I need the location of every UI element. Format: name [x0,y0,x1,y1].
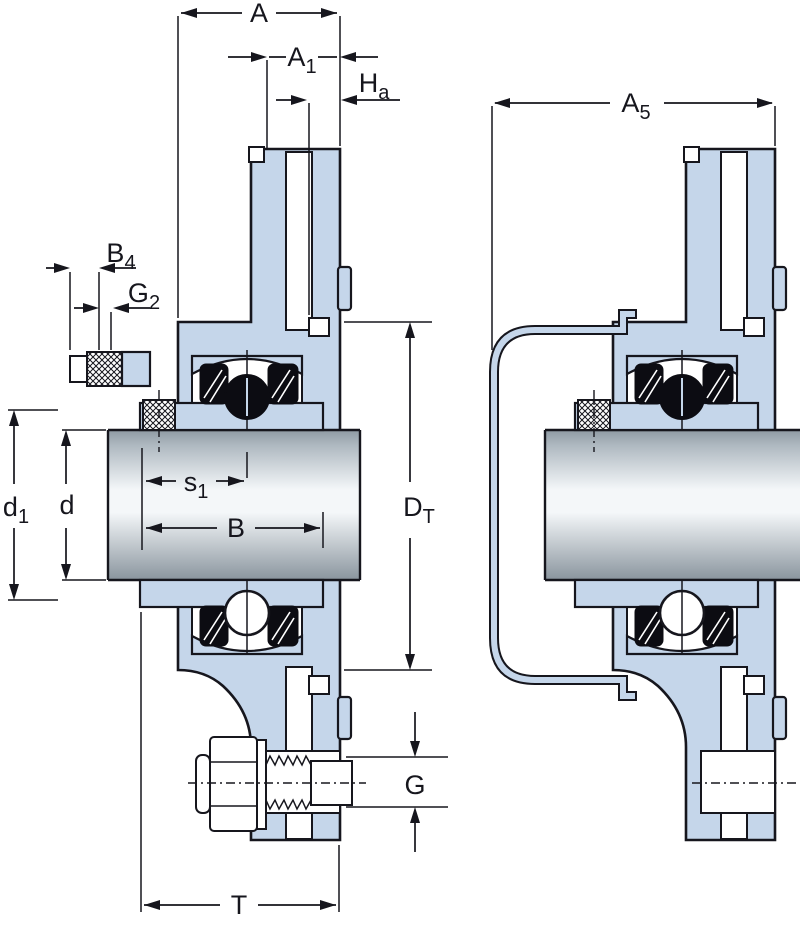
right-unit-drawing [489,146,800,842]
dimension-Ha: Ha [276,68,400,315]
dimension-A5: A5 [491,88,776,350]
dimension-DT: DT [344,321,435,671]
dimension-B4: B4 [46,238,136,350]
bolt-washer [256,739,267,830]
grub-screw-collar-plate [120,350,152,388]
dimension-label-d: d [59,490,74,520]
bolt-thread-top [265,754,312,767]
right-seals [634,363,734,647]
left-front-notch-top [308,317,330,337]
dimension-d: d [59,429,106,581]
dimension-d1: d1 [3,409,58,601]
dimension-label-Ha: Ha [359,68,391,104]
dimension-T: T [140,612,340,920]
right-front-notch-bottom [743,675,765,695]
right-bolt-hole [700,750,776,814]
dimension-label-d1: d1 [3,492,29,528]
bolt-head-chamfer [195,754,211,814]
dimension-label-B: B [227,513,245,543]
left-shaft [106,428,362,582]
dimension-A1: A1 [228,42,378,148]
dimension-label-A1: A1 [287,42,316,78]
left-flange-top-notch [248,146,265,163]
dimension-s1: s1 [141,448,248,550]
grub-screw-cap [69,355,88,383]
left-front-notch-bottom [308,675,330,695]
grub-screw-component [69,350,152,388]
dimension-label-G: G [404,770,425,800]
bolt-head [209,736,258,832]
dimension-label-s1: s1 [184,467,209,503]
dimension-label-T: T [231,890,248,920]
left-flange-tab-top [336,265,353,312]
left-flange-tab-bottom [336,695,353,741]
left-bottom-flange-slot-lower [285,812,313,840]
right-shaft [543,428,800,582]
right-flange-tab-bottom [771,695,788,741]
left-top-flange-slot [285,151,313,331]
right-flange-top-notch [683,146,700,163]
dimension-label-B4: B4 [106,238,135,274]
end-cover [489,309,637,701]
left-flange-bolt [188,736,366,832]
dimension-label-A: A [250,0,268,28]
dimension-B: B [146,512,324,548]
right-flange-tab-top [771,265,788,312]
dimension-label-A5: A5 [621,88,650,124]
dimension-label-G2: G2 [128,278,160,314]
right-front-notch-top [743,317,765,337]
dimension-label-DT: DT [403,492,435,528]
right-top-flange-slot [720,151,748,331]
left-seals [199,363,299,647]
bolt-thread-bottom [265,798,312,811]
dimension-G: G [346,712,448,852]
left-unit-drawing [69,146,366,842]
right-bottom-flange-slot-lower [720,812,748,840]
grub-screw-body [86,351,123,387]
dimension-G2: G2 [74,278,160,350]
dimension-A: A [177,0,341,318]
